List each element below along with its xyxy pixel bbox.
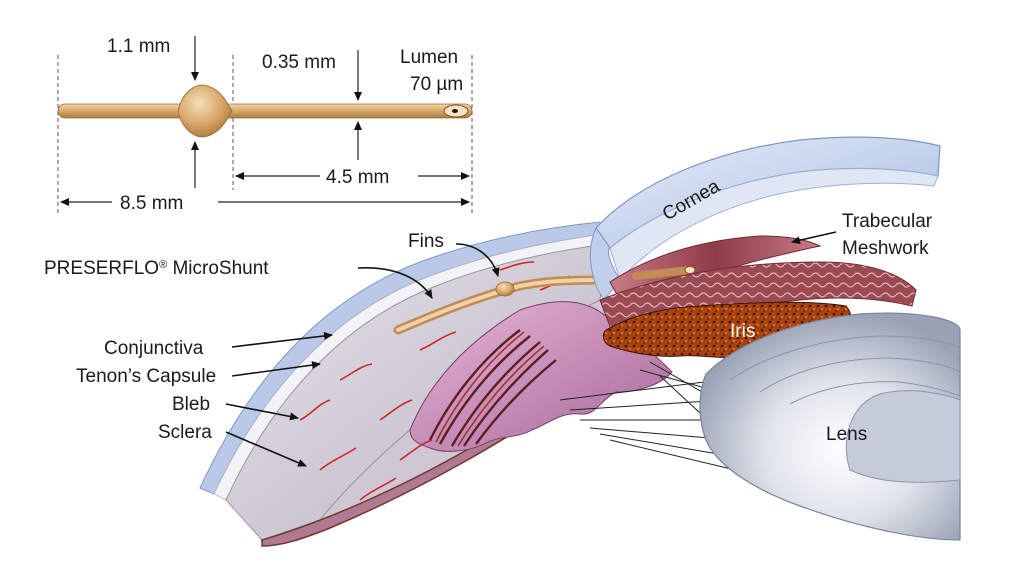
iris-label: Iris [730,321,755,342]
implanted-shunt-fins [495,281,515,297]
lens-nucleus [845,390,961,483]
ciliary-muscle-fibers [428,329,557,447]
lumen-title-label: Lumen [400,47,458,68]
conjunctiva-label: Conjunctiva [104,338,204,359]
tenons-capsule-label: Tenon’s Capsule [76,366,216,387]
bulb-diameter-label: 1.1 mm [107,36,170,57]
distal-length-label: 4.5 mm [326,167,389,188]
sclera-leader [225,431,307,467]
lumen-hole [452,109,458,113]
trabecular-label-line2: Meshwork [842,238,929,259]
lens-shape [699,312,961,541]
shunt-tube [57,103,473,119]
eye-cross-section [199,136,961,547]
lens-label: Lens [826,424,867,445]
shunt-tip-lumen [684,266,696,274]
total-length-label: 8.5 mm [120,193,183,214]
ciliary-muscle-fibers-light [435,331,545,447]
microshunt-leader [357,267,433,299]
sclera-label: Sclera [158,422,212,443]
trabecular-leader [791,231,837,245]
fins-leader [455,243,500,277]
tenons-capsule-leader [231,361,321,377]
fins-label: Fins [408,231,444,252]
trabecular-label-line1: Trabecular [842,211,933,232]
microshunt-label: PRESERFLO® MicroShunt [44,258,269,279]
shunt-tip-anterior [632,266,694,280]
bleb-leader [225,403,299,421]
bleb-blood-vessels [299,261,571,501]
conjunctiva-leader [231,331,333,348]
cornea-inner [609,168,939,281]
lumen-size-label: 70 µm [410,74,463,95]
tube-diameter-label: 0.35 mm [262,52,336,73]
shunt-bulb-fins [177,84,233,138]
implanted-microshunt-highlight [396,278,602,332]
bleb-label: Bleb [172,394,210,415]
lens-layers [729,335,961,405]
microshunt-dimension-drawing: 1.1 mm 0.35 mm Lumen 70 µm 4.5 mm 8.5 mm [57,36,473,215]
